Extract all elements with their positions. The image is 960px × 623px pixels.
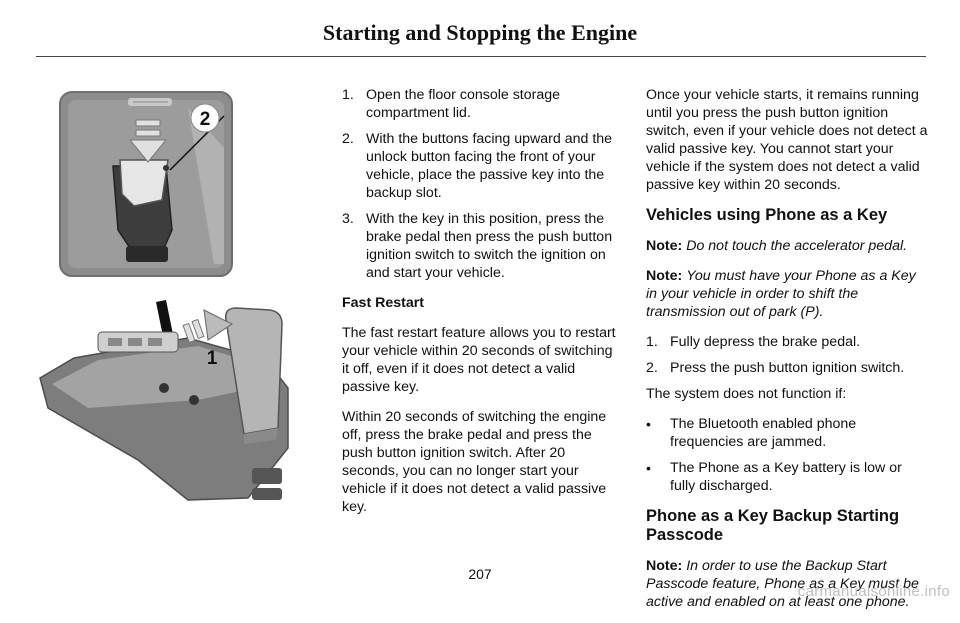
note-label: Note: xyxy=(646,238,683,254)
step-number: 2. xyxy=(646,360,658,376)
system-does-not-function-text: The system does not function if: xyxy=(646,386,847,402)
backup-passcode-heading: Phone as a Key Backup Starting Passcode xyxy=(646,507,900,544)
step-item: 1. Open the floor console storage compar… xyxy=(342,86,620,122)
note-label: Note: xyxy=(646,268,683,284)
step-text: Open the floor console storage compartme… xyxy=(366,87,561,121)
note-text: You must have your Phone as a Key in you… xyxy=(646,268,916,320)
step-number: 1. xyxy=(342,87,354,103)
passive-key-backup-slot-illustration xyxy=(59,91,233,277)
callout-1-label: 1 xyxy=(207,348,218,369)
note-shift-out-of-park: Note: You must have your Phone as a Key … xyxy=(646,267,928,321)
note-text: Do not touch the accelerator pedal. xyxy=(686,238,908,254)
note-text: In order to use the Backup Start Passcod… xyxy=(646,558,919,610)
step-number: 2. xyxy=(342,131,354,147)
bullet-item: • The Bluetooth enabled phone frequencie… xyxy=(646,415,928,451)
step-item: 2. Press the push button ignition switch… xyxy=(646,359,928,377)
step-number: 1. xyxy=(646,334,658,350)
fast-restart-paragraph-1: The fast restart feature allows you to r… xyxy=(342,325,616,395)
step-item: 3. With the key in this position, press … xyxy=(342,210,620,282)
step-item: 2. With the buttons facing upward and th… xyxy=(342,130,620,202)
step-item: 1. Fully depress the brake pedal. xyxy=(646,333,928,351)
fast-restart-paragraph-2: Within 20 seconds of switching the engin… xyxy=(342,409,607,515)
console-figure: 2 1 xyxy=(38,88,308,520)
title-divider xyxy=(36,56,926,57)
open-lid-arrow-icon xyxy=(182,309,233,344)
failure-conditions-list: • The Bluetooth enabled phone frequencie… xyxy=(646,415,928,495)
page-number: 207 xyxy=(468,566,492,582)
callout-1: 1 xyxy=(207,348,218,369)
bullet-item: • The Phone as a Key battery is low or f… xyxy=(646,459,928,495)
intro-paragraph: Once your vehicle starts, it remains run… xyxy=(646,87,928,193)
left-text-column: 1. Open the floor console storage compar… xyxy=(342,86,620,528)
phone-key-steps: 1. Fully depress the brake pedal. 2. Pre… xyxy=(646,333,928,377)
phone-as-key-heading: Vehicles using Phone as a Key xyxy=(646,206,888,224)
watermark: carmanualsonline.info xyxy=(797,583,950,600)
note-label: Note: xyxy=(646,558,683,574)
step-text: Press the push button ignition switch. xyxy=(670,360,905,376)
page-title: Starting and Stopping the Engine xyxy=(322,20,638,45)
step-text: Fully depress the brake pedal. xyxy=(670,334,861,350)
note-accelerator: Note: Do not touch the accelerator pedal… xyxy=(646,237,928,255)
floor-console-illustration xyxy=(39,307,289,501)
callout-2-label: 2 xyxy=(200,109,211,130)
bullet-text: The Phone as a Key battery is low or ful… xyxy=(670,460,902,494)
fast-restart-heading: Fast Restart xyxy=(342,295,425,311)
bullet-icon: • xyxy=(646,416,651,432)
right-text-column: Once your vehicle starts, it remains run… xyxy=(646,86,928,623)
key-backup-steps: 1. Open the floor console storage compar… xyxy=(342,86,620,282)
step-text: With the key in this position, press the… xyxy=(366,211,613,281)
step-text: With the buttons facing upward and the u… xyxy=(366,131,613,201)
insert-key-arrow-icon xyxy=(128,119,168,163)
note-backup-passcode: Note: In order to use the Backup Start P… xyxy=(646,557,928,611)
bullet-text: The Bluetooth enabled phone frequencies … xyxy=(670,416,857,450)
callout-2: 2 xyxy=(190,103,220,133)
step-number: 3. xyxy=(342,211,354,227)
bullet-icon: • xyxy=(646,460,651,476)
